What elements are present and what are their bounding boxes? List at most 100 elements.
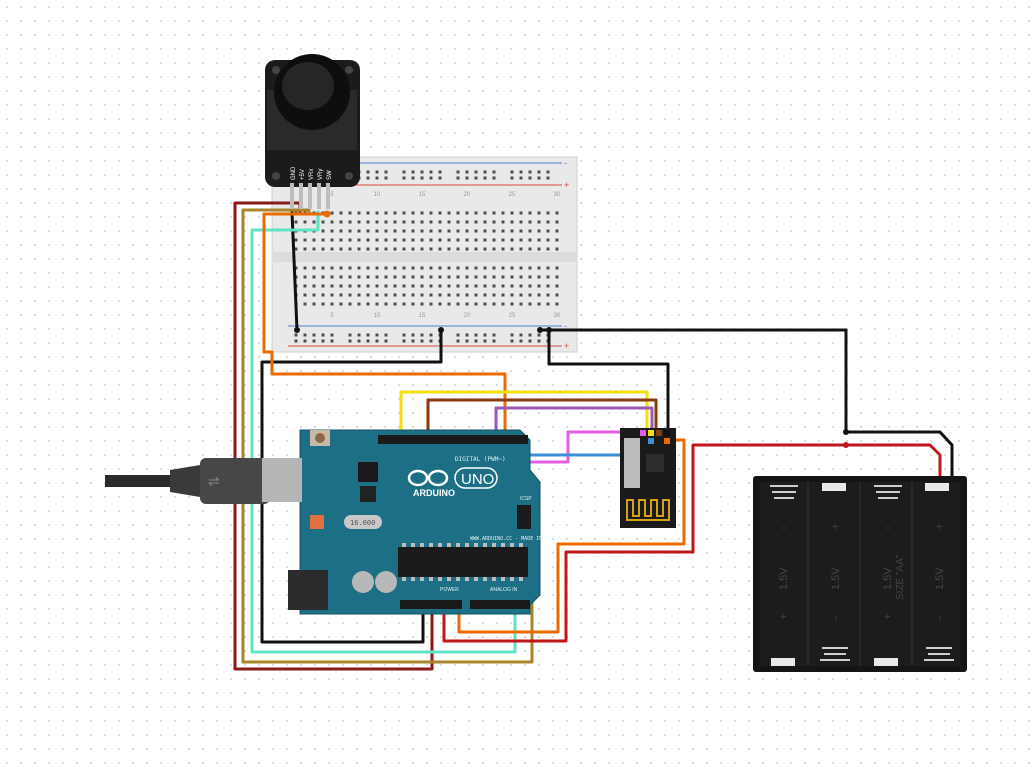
breadboard-hole: [402, 238, 406, 242]
breadboard-hole: [510, 220, 514, 224]
breadboard-hole: [330, 266, 334, 270]
breadboard-hole: [357, 220, 361, 224]
breadboard-hole: [546, 170, 550, 174]
breadboard-hole: [537, 333, 541, 337]
breadboard-hole: [456, 333, 460, 337]
breadboard-hole: [375, 220, 379, 224]
breadboard-hole: [339, 266, 343, 270]
breadboard-hole: [528, 176, 532, 180]
battery-minus-label: -: [932, 616, 946, 620]
breadboard-col-number-top: 5: [330, 192, 334, 198]
breadboard-hole: [429, 220, 433, 224]
wire-nrf-brown: [426, 398, 658, 439]
breadboard-hole: [438, 284, 442, 288]
breadboard-hole: [330, 220, 334, 224]
ic-pin: [429, 577, 433, 581]
breadboard-hole: [528, 170, 532, 174]
ic-pin: [438, 543, 442, 547]
breadboard-hole: [402, 266, 406, 270]
breadboard-hole: [420, 293, 424, 297]
breadboard-hole: [366, 339, 370, 343]
breadboard-hole: [474, 293, 478, 297]
breadboard-hole: [339, 220, 343, 224]
breadboard-hole: [546, 229, 550, 233]
breadboard-hole: [528, 333, 532, 337]
website-label: WWW.ARDUINO.CC - MADE IN ITALY: [470, 536, 560, 542]
breadboard-hole: [474, 284, 478, 288]
breadboard-hole: [411, 275, 415, 279]
breadboard-holes: [294, 170, 559, 343]
breadboard-hole: [501, 238, 505, 242]
breadboard-col-number-top: 20: [464, 192, 471, 198]
breadboard-hole: [420, 238, 424, 242]
breadboard-col-number-bottom: 20: [464, 313, 471, 319]
breadboard-hole: [303, 266, 307, 270]
ic-pin: [483, 577, 487, 581]
breadboard-hole: [411, 293, 415, 297]
breadboard-hole: [519, 284, 523, 288]
breadboard-hole: [393, 275, 397, 279]
breadboard-hole: [312, 333, 316, 337]
usb-icon: ⇌: [208, 473, 220, 489]
breadboard-hole: [330, 229, 334, 233]
breadboard-hole: [420, 229, 424, 233]
ic-pins: [402, 543, 523, 581]
breadboard-hole: [339, 302, 343, 306]
breadboard-hole: [402, 339, 406, 343]
breadboard-hole: [348, 238, 352, 242]
breadboard-hole: [510, 339, 514, 343]
breadboard-hole: [348, 211, 352, 215]
breadboard-hole: [465, 284, 469, 288]
wire-nrf-purple: [494, 406, 654, 439]
breadboard-hole: [429, 302, 433, 306]
breadboard-hole: [330, 333, 334, 337]
breadboard-hole: [420, 333, 424, 337]
breadboard-hole: [519, 339, 523, 343]
breadboard-hole: [492, 333, 496, 337]
breadboard-hole: [501, 220, 505, 224]
breadboard-hole: [312, 302, 316, 306]
breadboard-hole: [429, 293, 433, 297]
breadboard-hole: [375, 238, 379, 242]
wire-nrf-gnd: [547, 328, 670, 435]
breadboard-hole: [519, 176, 523, 180]
breadboard-hole: [447, 238, 451, 242]
breadboard-hole: [555, 229, 559, 233]
breadboard-hole: [411, 176, 415, 180]
breadboard-hole: [483, 266, 487, 270]
breadboard-hole: [438, 247, 442, 251]
breadboard-hole: [519, 333, 523, 337]
breadboard-hole: [348, 284, 352, 288]
joystick-pin-label: +5V: [300, 169, 306, 180]
breadboard-hole: [375, 339, 379, 343]
breadboard-hole: [303, 339, 307, 343]
breadboard-hole: [402, 211, 406, 215]
breadboard-hole: [384, 229, 388, 233]
breadboard-hole: [492, 238, 496, 242]
ic-pin: [456, 577, 460, 581]
battery-minus-label: -: [880, 526, 894, 530]
breadboard-hole: [411, 284, 415, 288]
ic-pin: [474, 577, 478, 581]
breadboard-hole: [411, 333, 415, 337]
breadboard-hole: [546, 238, 550, 242]
battery-cell-label: 1.5V: [830, 567, 842, 590]
breadboard-col-number-bottom: 10: [374, 313, 381, 319]
breadboard-hole: [537, 170, 541, 174]
breadboard-hole: [465, 229, 469, 233]
breadboard-hole: [330, 293, 334, 297]
breadboard-hole: [366, 333, 370, 337]
breadboard-hole: [546, 247, 550, 251]
breadboard-hole: [321, 247, 325, 251]
breadboard-hole: [483, 293, 487, 297]
breadboard-hole: [411, 247, 415, 251]
breadboard-hole: [366, 302, 370, 306]
breadboard-hole: [312, 339, 316, 343]
breadboard-hole: [411, 211, 415, 215]
breadboard-hole: [402, 275, 406, 279]
breadboard-hole: [429, 170, 433, 174]
ic-pin: [447, 543, 451, 547]
arduino-uno: DIGITAL (PWM~) ARDUINO UNO 16.000 WWW.AR…: [262, 429, 560, 615]
breadboard-hole: [492, 266, 496, 270]
